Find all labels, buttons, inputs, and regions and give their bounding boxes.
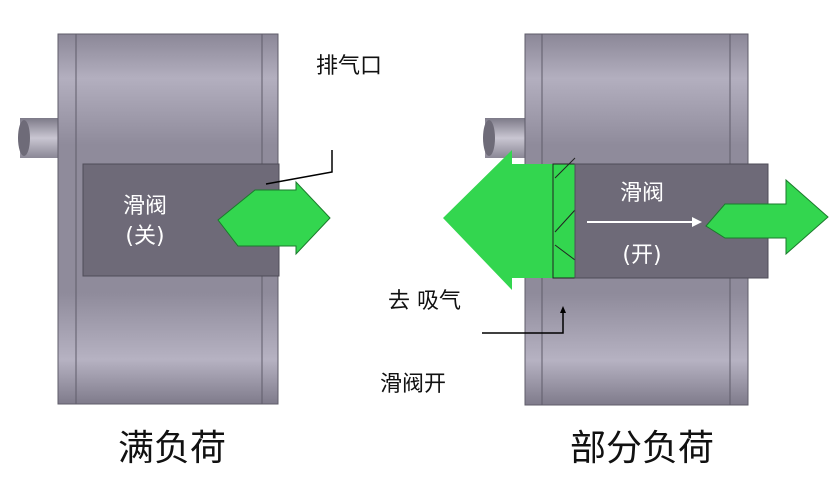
leader-line xyxy=(482,310,564,334)
bypass-gap xyxy=(552,163,576,279)
hatch-line xyxy=(554,244,576,261)
valve-label: 滑阀 xyxy=(123,194,167,219)
leader-line xyxy=(265,150,333,185)
shaft-end xyxy=(18,120,30,156)
to-suction-label: 去 吸气 xyxy=(388,289,461,314)
movement-arrow-head xyxy=(692,217,702,227)
valve-state: (关) xyxy=(125,224,164,249)
shaft-end xyxy=(483,120,495,156)
discharge-port-label: 排气口 xyxy=(316,54,382,79)
partial-load-caption: 部分负荷 xyxy=(570,428,714,469)
hatch-line xyxy=(554,209,576,233)
full-load-compressor: 滑阀 (关) 排气口 满负荷 xyxy=(18,33,382,469)
full-load-caption: 满负荷 xyxy=(118,428,226,469)
suction-bypass-arrow xyxy=(443,150,553,290)
partial-load-compressor: 滑阀 (开) 去 吸气 滑阀开 部分负荷 xyxy=(380,33,829,469)
discharge-arrow xyxy=(705,178,829,256)
valve-label: 滑阀 xyxy=(620,181,664,206)
valve-open-label: 滑阀开 xyxy=(380,372,446,397)
hatch-line xyxy=(554,157,576,179)
discharge-arrow xyxy=(217,180,331,256)
valve-state: (开) xyxy=(622,243,661,268)
leader-arrowhead xyxy=(560,306,566,313)
